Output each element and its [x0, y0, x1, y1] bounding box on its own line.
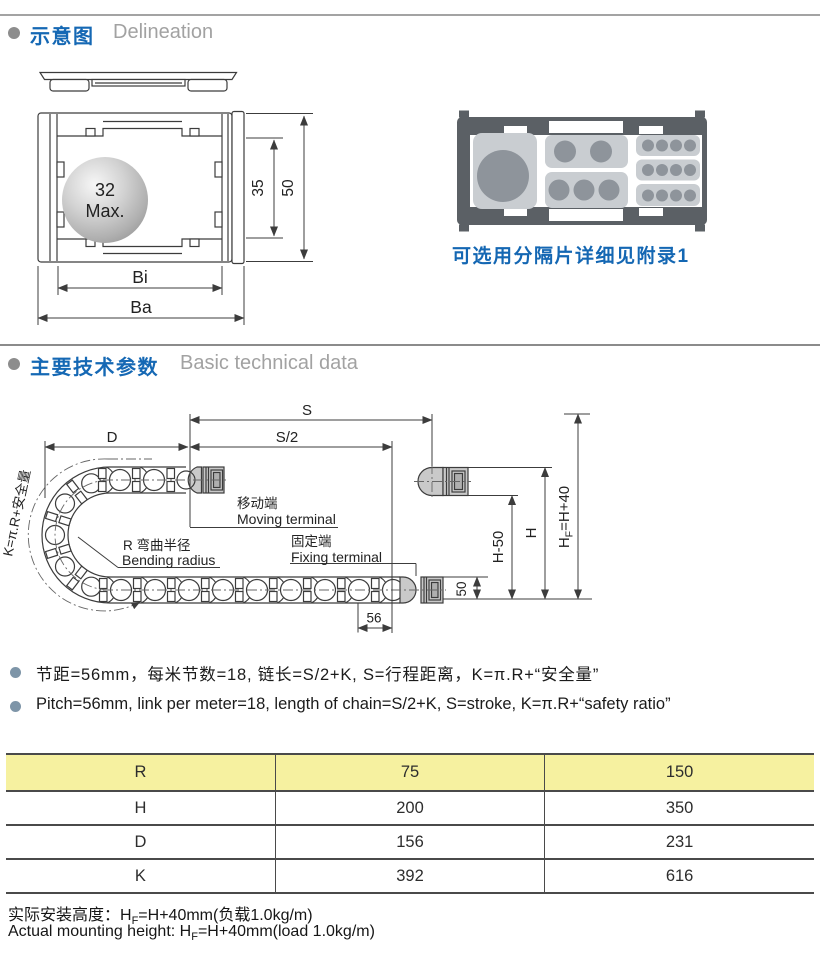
dim-s: S — [302, 402, 312, 419]
cell-k-label: K — [6, 858, 276, 894]
table-row: H 200 350 — [6, 790, 814, 825]
moving-end-block — [414, 464, 471, 499]
diagram-dimensions: S S/2 D 56 50 H-50 H — [44, 402, 592, 633]
header-cell-150: 150 — [544, 753, 814, 791]
dim-s2: S/2 — [276, 429, 299, 446]
top-rule — [0, 14, 820, 16]
dim-ba: Ba — [130, 297, 152, 317]
bending-radius-zh: R 弯曲半径 — [123, 537, 191, 553]
cross-section-dimensions: 35 50 Bi Ba — [37, 113, 313, 325]
note-zh: 节距=56mm，每米节数=18, 链长=S/2+K, S=行程距离，K=π.R+… — [36, 666, 600, 684]
dim-h: H — [523, 528, 540, 539]
lid-profile — [38, 71, 238, 92]
cell-h-150: 350 — [544, 790, 814, 825]
note2-bullet-icon — [10, 701, 21, 712]
table-row: D 156 231 — [6, 824, 814, 859]
cell-h-label: H — [6, 790, 276, 825]
fixing-terminal-zh: 固定端 — [291, 534, 332, 549]
dim-35: 35 — [250, 179, 267, 196]
safety-envelope-arc — [27, 458, 141, 612]
dim-50: 50 — [280, 179, 297, 197]
bending-radius-en: Bending radius — [122, 552, 215, 568]
moving-terminal-zh: 移动端 — [237, 496, 278, 511]
header-cell-75: 75 — [275, 753, 546, 791]
cell-d-label: D — [6, 824, 276, 859]
header-cell-r: R — [6, 753, 276, 791]
cable-ball — [62, 157, 148, 243]
mounting-height-en: Actual mounting height: HF=H+40mm(load 1… — [8, 923, 375, 944]
dim-56: 56 — [366, 611, 381, 626]
section2-title-zh: 主要技术参数 — [30, 357, 159, 379]
dim-hf: HF=H+40 — [556, 486, 576, 548]
note-en: Pitch=56mm, link per meter=18, length of… — [36, 695, 671, 713]
section-title-zh: 示意图 — [30, 26, 95, 48]
cross-section-body: 32 Max. — [37, 110, 245, 265]
fixing-terminal-en: Fixing terminal — [291, 549, 382, 565]
cross-section-drawing: 32 Max. 35 50 Bi Ba — [37, 71, 313, 325]
moving-terminal-en: Moving terminal — [237, 511, 336, 527]
cell-k-150: 616 — [544, 858, 814, 894]
section-rule — [0, 344, 820, 346]
section-bullet-icon — [8, 27, 20, 39]
section2-bullet-icon — [8, 358, 20, 370]
cell-d-150: 231 — [544, 824, 814, 859]
diagram-labels: 移动端 Moving terminal 固定端 Fixing terminal … — [0, 468, 382, 568]
chain-diagram: S S/2 D 56 50 H-50 H — [0, 402, 592, 633]
spec-table: R 75 150 H 200 350 D 156 231 K 392 616 — [6, 753, 814, 894]
k-formula: K=π.R+安全量 — [0, 468, 33, 557]
ball-max-label: Max. — [85, 201, 124, 221]
chain-bend — [41, 466, 111, 604]
separator-note: 可选用分隔片详细见附录1 — [452, 246, 690, 267]
dim-d: D — [107, 429, 118, 446]
cell-k-75: 392 — [275, 858, 546, 894]
cell-h-75: 200 — [275, 790, 546, 825]
section-title-en: Delineation — [113, 21, 214, 43]
table-header-row: R 75 150 — [6, 753, 814, 791]
table-row: K 392 616 — [6, 858, 814, 894]
mounting-height-zh: 实际安装高度：HF=H+40mm(负载1.0kg/m) — [8, 907, 313, 928]
separator-options-graphic — [457, 110, 707, 232]
dim-bi: Bi — [132, 267, 148, 287]
dim-50-chain: 50 — [454, 581, 469, 596]
section2-title-en: Basic technical data — [180, 352, 358, 374]
note-bullet-icon — [10, 667, 21, 678]
cell-d-75: 156 — [275, 824, 546, 859]
ball-diameter-label: 32 — [95, 180, 115, 200]
separator-cables — [477, 139, 696, 202]
dim-h50: H-50 — [490, 531, 507, 564]
